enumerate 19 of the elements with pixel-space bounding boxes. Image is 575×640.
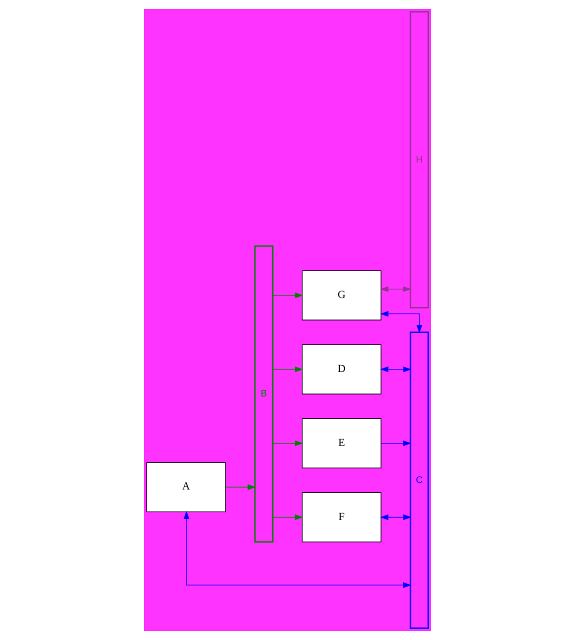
- node-box: D: [302, 344, 382, 394]
- node-box: B: [254, 245, 274, 543]
- node-box: H: [410, 11, 429, 308]
- arrow: [380, 286, 412, 292]
- node-box: C: [410, 332, 429, 629]
- arrow: [272, 440, 304, 446]
- node-box: G: [302, 270, 382, 320]
- node-box: E: [302, 418, 382, 468]
- arrow: [272, 292, 304, 298]
- arrow: [184, 510, 412, 588]
- arrow: [380, 514, 412, 520]
- arrow: [380, 366, 412, 372]
- arrow: [272, 366, 304, 372]
- arrow: [380, 310, 422, 334]
- node-box: F: [302, 492, 382, 542]
- arrow: [272, 514, 304, 520]
- node-box: A: [146, 462, 226, 512]
- arrow: [225, 484, 256, 490]
- arrow: [380, 440, 412, 446]
